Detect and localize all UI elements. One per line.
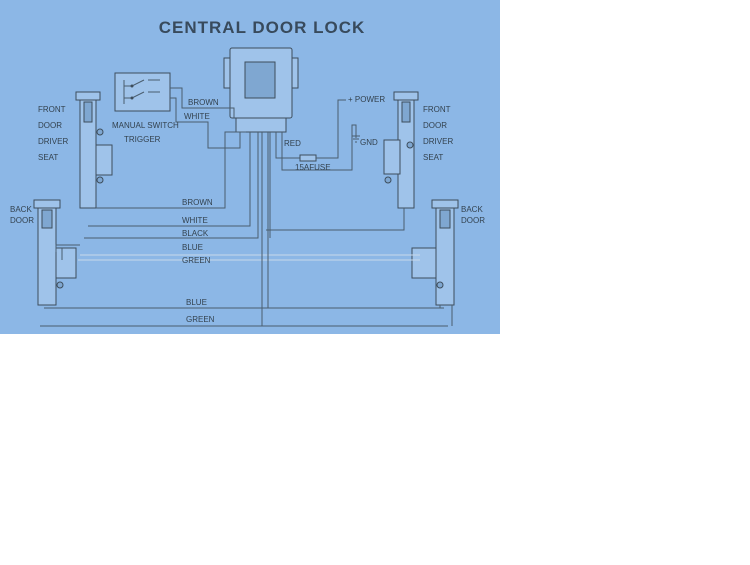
trigger-label: TRIGGER [124, 135, 161, 144]
diagram-title: CENTRAL DOOR LOCK [159, 18, 366, 37]
blue-mid-label: BLUE [182, 243, 203, 252]
black-label: BLACK [182, 229, 209, 238]
front-right-driver-label: DRIVER [423, 137, 453, 146]
control-unit [223, 47, 299, 133]
back-right-actuator [411, 199, 459, 306]
front-left-door-label: DOOR [38, 121, 62, 130]
white-top-label: WHITE [184, 112, 210, 121]
back-left-actuator [33, 199, 77, 306]
front-left-driver-label: DRIVER [38, 137, 68, 146]
front-right-seat-label: SEAT [423, 153, 443, 162]
red-label: RED [284, 139, 301, 148]
manual-switch [114, 72, 171, 112]
fuse [299, 154, 317, 162]
blue-bottom-label: BLUE [186, 298, 207, 307]
back-left-label: BACK [10, 205, 32, 214]
back-right-label: BACK [461, 205, 483, 214]
fuse-label: 15AFUSE [295, 163, 331, 172]
front-right-actuator [383, 91, 419, 209]
power-label: + POWER [348, 95, 385, 104]
white-label: WHITE [182, 216, 208, 225]
brown-top-label: BROWN [188, 98, 219, 107]
green-bottom-label: GREEN [186, 315, 215, 324]
front-left-actuator [75, 91, 113, 209]
manual-switch-label: MANUAL SWITCH [112, 121, 179, 130]
brown-label: BROWN [182, 198, 213, 207]
back-right-door-label: DOOR [461, 216, 485, 225]
front-right-door-label: DOOR [423, 121, 447, 130]
front-left-seat-label: SEAT [38, 153, 58, 162]
front-left-label: FRONT [38, 105, 66, 114]
gnd-label: GND [360, 138, 378, 147]
green-mid-label: GREEN [182, 256, 211, 265]
back-left-door-label: DOOR [10, 216, 34, 225]
diagram-panel: CENTRAL DOOR LOCK [0, 0, 500, 334]
front-right-label: FRONT [423, 105, 451, 114]
wiring-diagram: CENTRAL DOOR LOCK [10, 18, 485, 327]
